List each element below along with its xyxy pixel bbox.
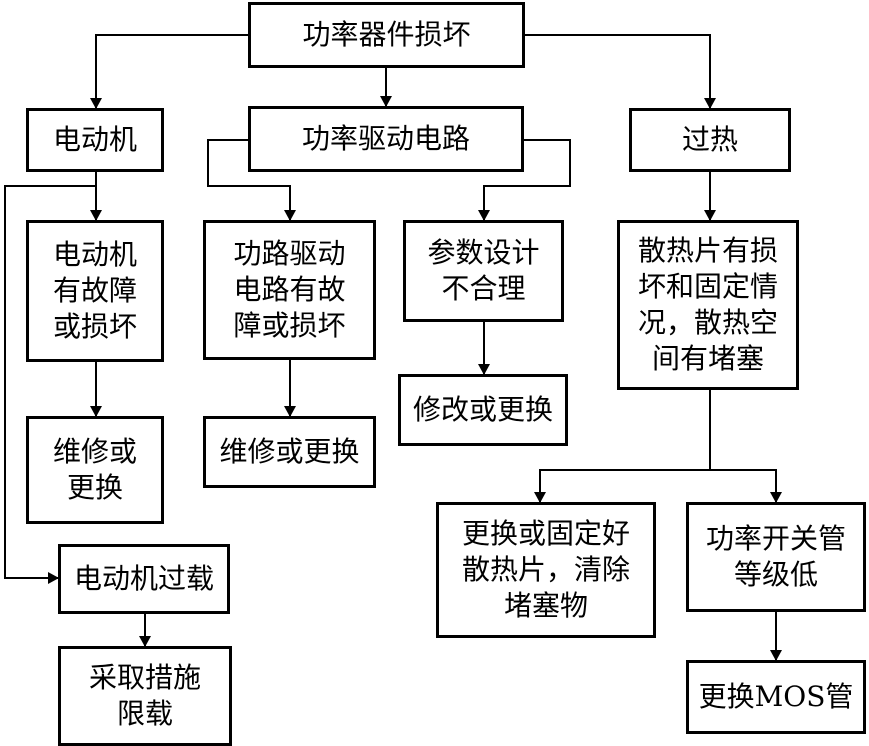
node-fix-heatsink: 更换或固定好 散热片，清除 堵塞物 (436, 502, 656, 638)
arrow-drive-to-param (478, 139, 571, 221)
arrow-drive-to-fault (207, 139, 296, 221)
node-replace-mos: 更换MOS管 (686, 660, 866, 734)
node-low-grade-switch: 功率开关管 等级低 (686, 502, 866, 612)
node-power-device-damaged: 功率器件损坏 (248, 2, 525, 68)
node-drive-circuit-fault: 功路驱动 电路有故 障或损坏 (203, 220, 376, 360)
node-repair-or-replace-drive: 维修或更换 (203, 416, 376, 488)
arrow-heatsink-to-lowgrade (710, 469, 782, 503)
arrow-root-to-motor (90, 34, 248, 109)
node-heatsink-damaged: 散热片有损 坏和固定情 况，散热空 间有堵塞 (617, 220, 799, 390)
node-modify-or-replace: 修改或更换 (398, 374, 568, 446)
node-repair-or-replace-motor: 维修或 更换 (26, 416, 164, 524)
node-limit-load: 采取措施 限载 (58, 646, 232, 746)
node-motor: 电动机 (26, 108, 164, 172)
node-overheat: 过热 (629, 108, 791, 172)
arrow-root-to-overheat (525, 34, 716, 109)
node-power-drive-circuit: 功率驱动电路 (248, 106, 524, 172)
node-motor-overload: 电动机过载 (58, 544, 230, 614)
node-parameter-design-improper: 参数设计 不合理 (403, 220, 564, 322)
arrow-heatsink-to-fix (534, 390, 711, 503)
arrow-motor-to-overload (4, 185, 96, 584)
node-motor-fault: 电动机 有故障 或损坏 (26, 220, 164, 362)
